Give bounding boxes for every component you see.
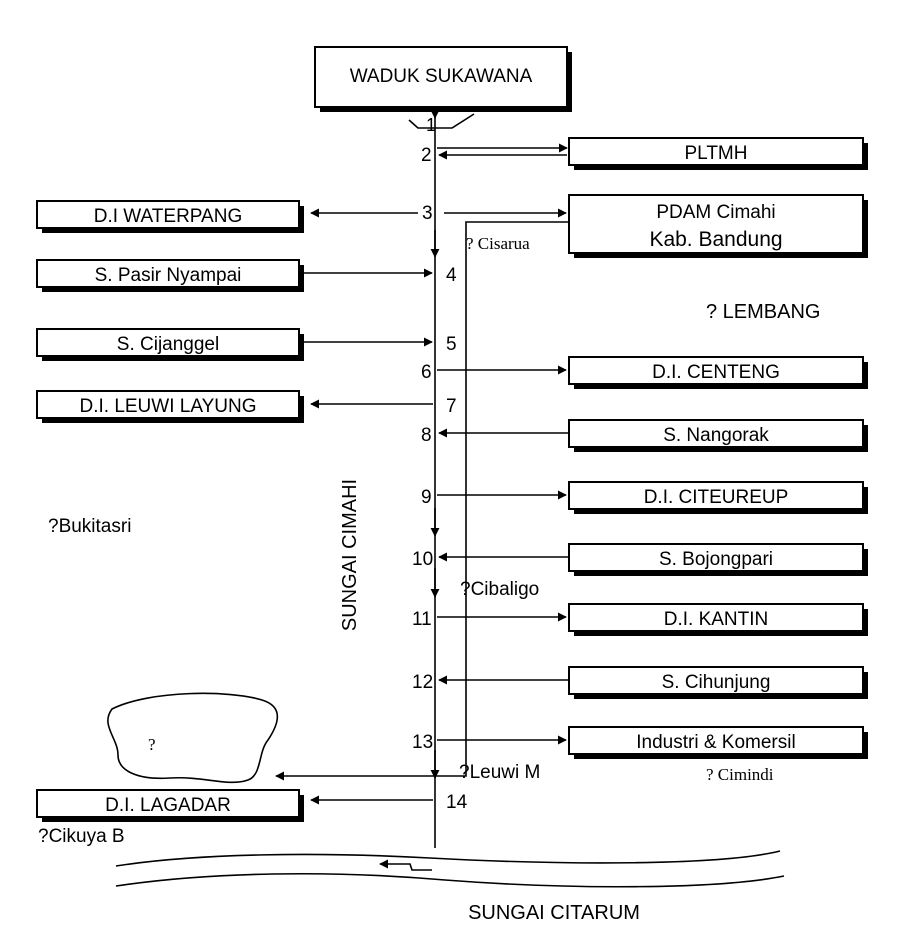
label-leuwi-m: ?Leuwi M bbox=[459, 762, 540, 783]
citarum-bank-lower bbox=[115, 872, 785, 888]
box-bojongpari: S. Bojongpari bbox=[568, 543, 868, 576]
svg-text:S. Cihunjung: S. Cihunjung bbox=[662, 672, 771, 693]
svg-text:D.I WATERPANG: D.I WATERPANG bbox=[94, 206, 242, 227]
label-cibaligo: ?Cibaligo bbox=[460, 579, 539, 600]
node-4: 4 bbox=[446, 265, 457, 286]
box-pasir-nyampai: S. Pasir Nyampai bbox=[36, 259, 304, 292]
box-nangorak: S. Nangorak bbox=[568, 419, 868, 452]
node-11: 11 bbox=[412, 609, 432, 630]
box-lagadar: D.I. LAGADAR bbox=[36, 789, 304, 822]
box-waterpang: D.I WATERPANG bbox=[36, 200, 304, 233]
box-cijanggel: S. Cijanggel bbox=[36, 328, 304, 361]
svg-text:D.I. KANTIN: D.I. KANTIN bbox=[664, 609, 769, 630]
node-14: 14 bbox=[446, 792, 468, 813]
label-bukitasri: ?Bukitasri bbox=[48, 516, 131, 537]
node-3: 3 bbox=[422, 203, 433, 224]
intake-symbol bbox=[408, 113, 475, 129]
node-5: 5 bbox=[446, 334, 457, 355]
box-industri: Industri & Komersil bbox=[568, 726, 868, 759]
svg-text:D.I. CENTENG: D.I. CENTENG bbox=[652, 362, 780, 383]
reservoir-box: WADUK SUKAWANA bbox=[314, 46, 572, 112]
svg-text:D.I. LEUWI LAYUNG: D.I. LEUWI LAYUNG bbox=[79, 396, 256, 417]
lake-blob bbox=[107, 692, 279, 784]
node-13: 13 bbox=[412, 732, 433, 753]
label-lembang: ? LEMBANG bbox=[706, 301, 820, 323]
node-8: 8 bbox=[421, 425, 432, 446]
citarum-bank-upper bbox=[115, 850, 781, 867]
label-lake: ? bbox=[148, 735, 156, 754]
reservoir-title: WADUK SUKAWANA bbox=[350, 66, 533, 87]
pdam-pipe-line bbox=[275, 221, 568, 781]
svg-text:D.I. LAGADAR: D.I. LAGADAR bbox=[105, 795, 231, 816]
svg-text:S. Bojongpari: S. Bojongpari bbox=[659, 549, 773, 570]
box-leuwi-layung: D.I. LEUWI LAYUNG bbox=[36, 390, 304, 423]
label-sungai-cimahi: SUNGAI CIMAHI bbox=[339, 479, 361, 631]
box-pdam: PDAM Cimahi Kab. Bandung bbox=[568, 194, 868, 258]
label-cimindi: ? Cimindi bbox=[706, 765, 774, 784]
svg-text:S. Cijanggel: S. Cijanggel bbox=[117, 334, 219, 355]
node-7: 7 bbox=[446, 396, 457, 417]
node-1: 1 bbox=[426, 115, 436, 135]
node-6: 6 bbox=[421, 362, 432, 383]
svg-text:D.I. CITEUREUP: D.I. CITEUREUP bbox=[644, 487, 789, 508]
label-cisarua: ? Cisarua bbox=[466, 234, 530, 253]
svg-text:PLTMH: PLTMH bbox=[685, 143, 748, 164]
label-sungai-citarum: SUNGAI CITARUM bbox=[468, 902, 640, 924]
citarum-flow-arrow bbox=[379, 859, 432, 871]
node-2: 2 bbox=[421, 145, 432, 166]
node-12: 12 bbox=[412, 672, 433, 693]
box-pltmh: PLTMH bbox=[568, 137, 868, 170]
label-cikuya: ?Cikuya B bbox=[38, 826, 125, 847]
box-citeureup: D.I. CITEUREUP bbox=[568, 481, 868, 514]
node-10: 10 bbox=[412, 549, 433, 570]
svg-text:S. Pasir Nyampai: S. Pasir Nyampai bbox=[95, 265, 242, 286]
box-cihunjung: S. Cihunjung bbox=[568, 666, 868, 699]
svg-text:Kab. Bandung: Kab. Bandung bbox=[649, 228, 782, 251]
node-9: 9 bbox=[421, 487, 432, 508]
box-kantin: D.I. KANTIN bbox=[568, 603, 868, 636]
box-centeng: D.I. CENTENG bbox=[568, 356, 868, 389]
svg-text:S. Nangorak: S. Nangorak bbox=[663, 425, 769, 446]
svg-text:Industri & Komersil: Industri & Komersil bbox=[636, 732, 795, 753]
svg-text:PDAM Cimahi: PDAM Cimahi bbox=[656, 202, 775, 223]
